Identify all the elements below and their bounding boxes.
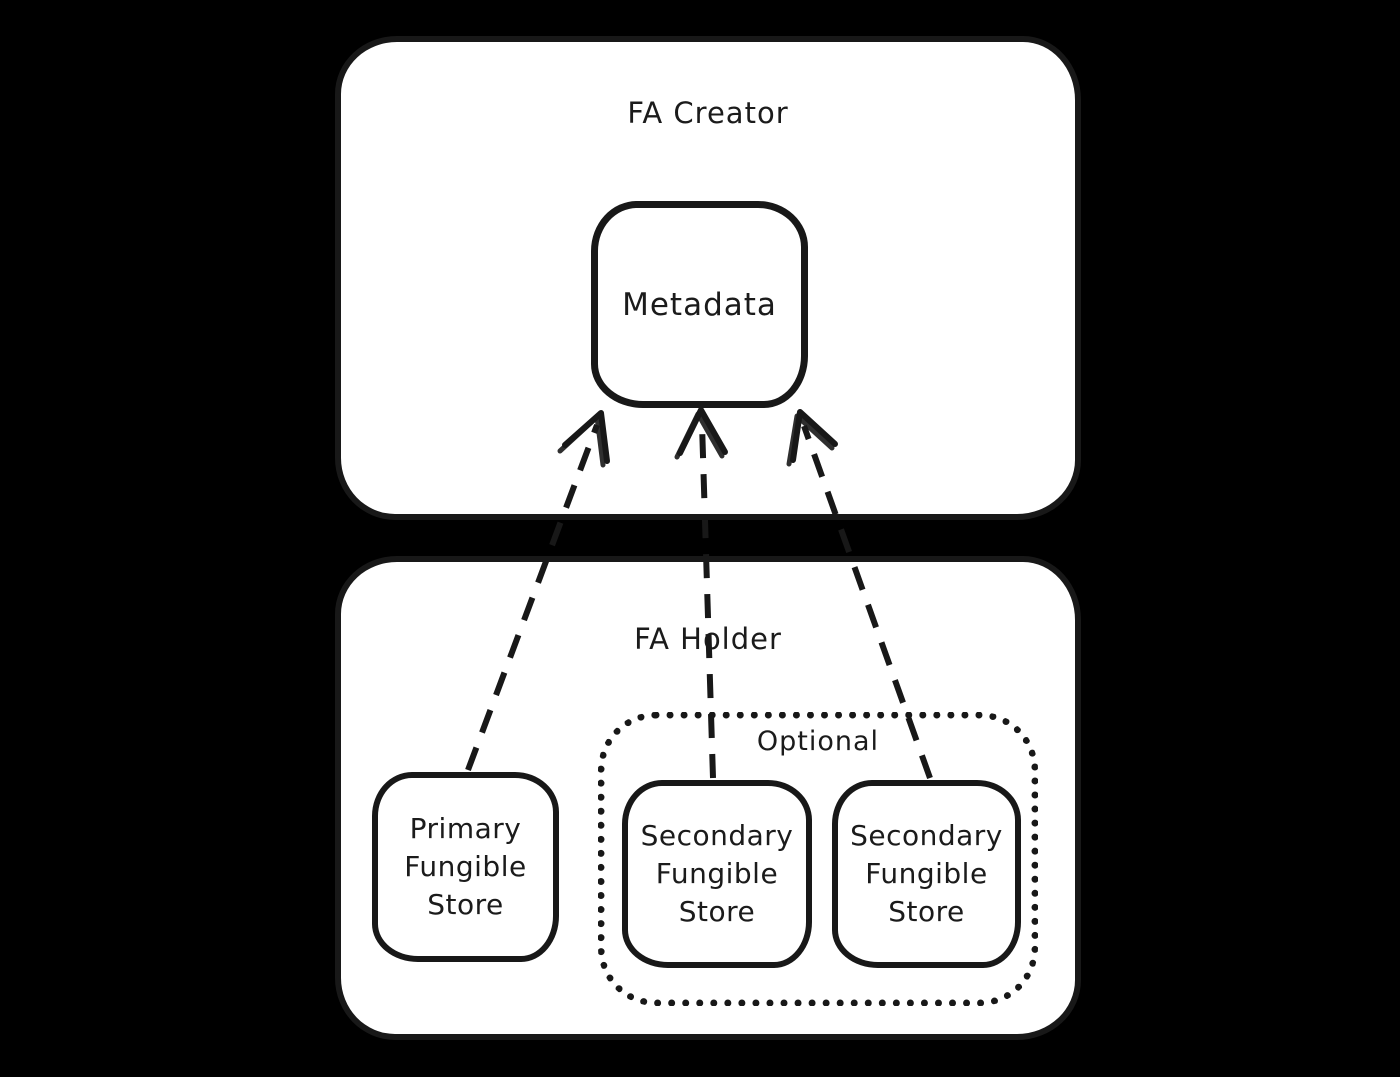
metadata-label: Metadata (622, 286, 777, 323)
secondary-fungible-store-node-2: Secondary Fungible Store (832, 780, 1021, 968)
primary-fungible-store-node: Primary Fungible Store (372, 772, 559, 962)
optional-label: Optional (756, 726, 880, 757)
secondary-fungible-store-node-1: Secondary Fungible Store (622, 780, 812, 968)
fa-creator-label: FA Creator (627, 96, 789, 130)
metadata-node: Metadata (591, 201, 808, 408)
fa-holder-label: FA Holder (634, 622, 782, 656)
